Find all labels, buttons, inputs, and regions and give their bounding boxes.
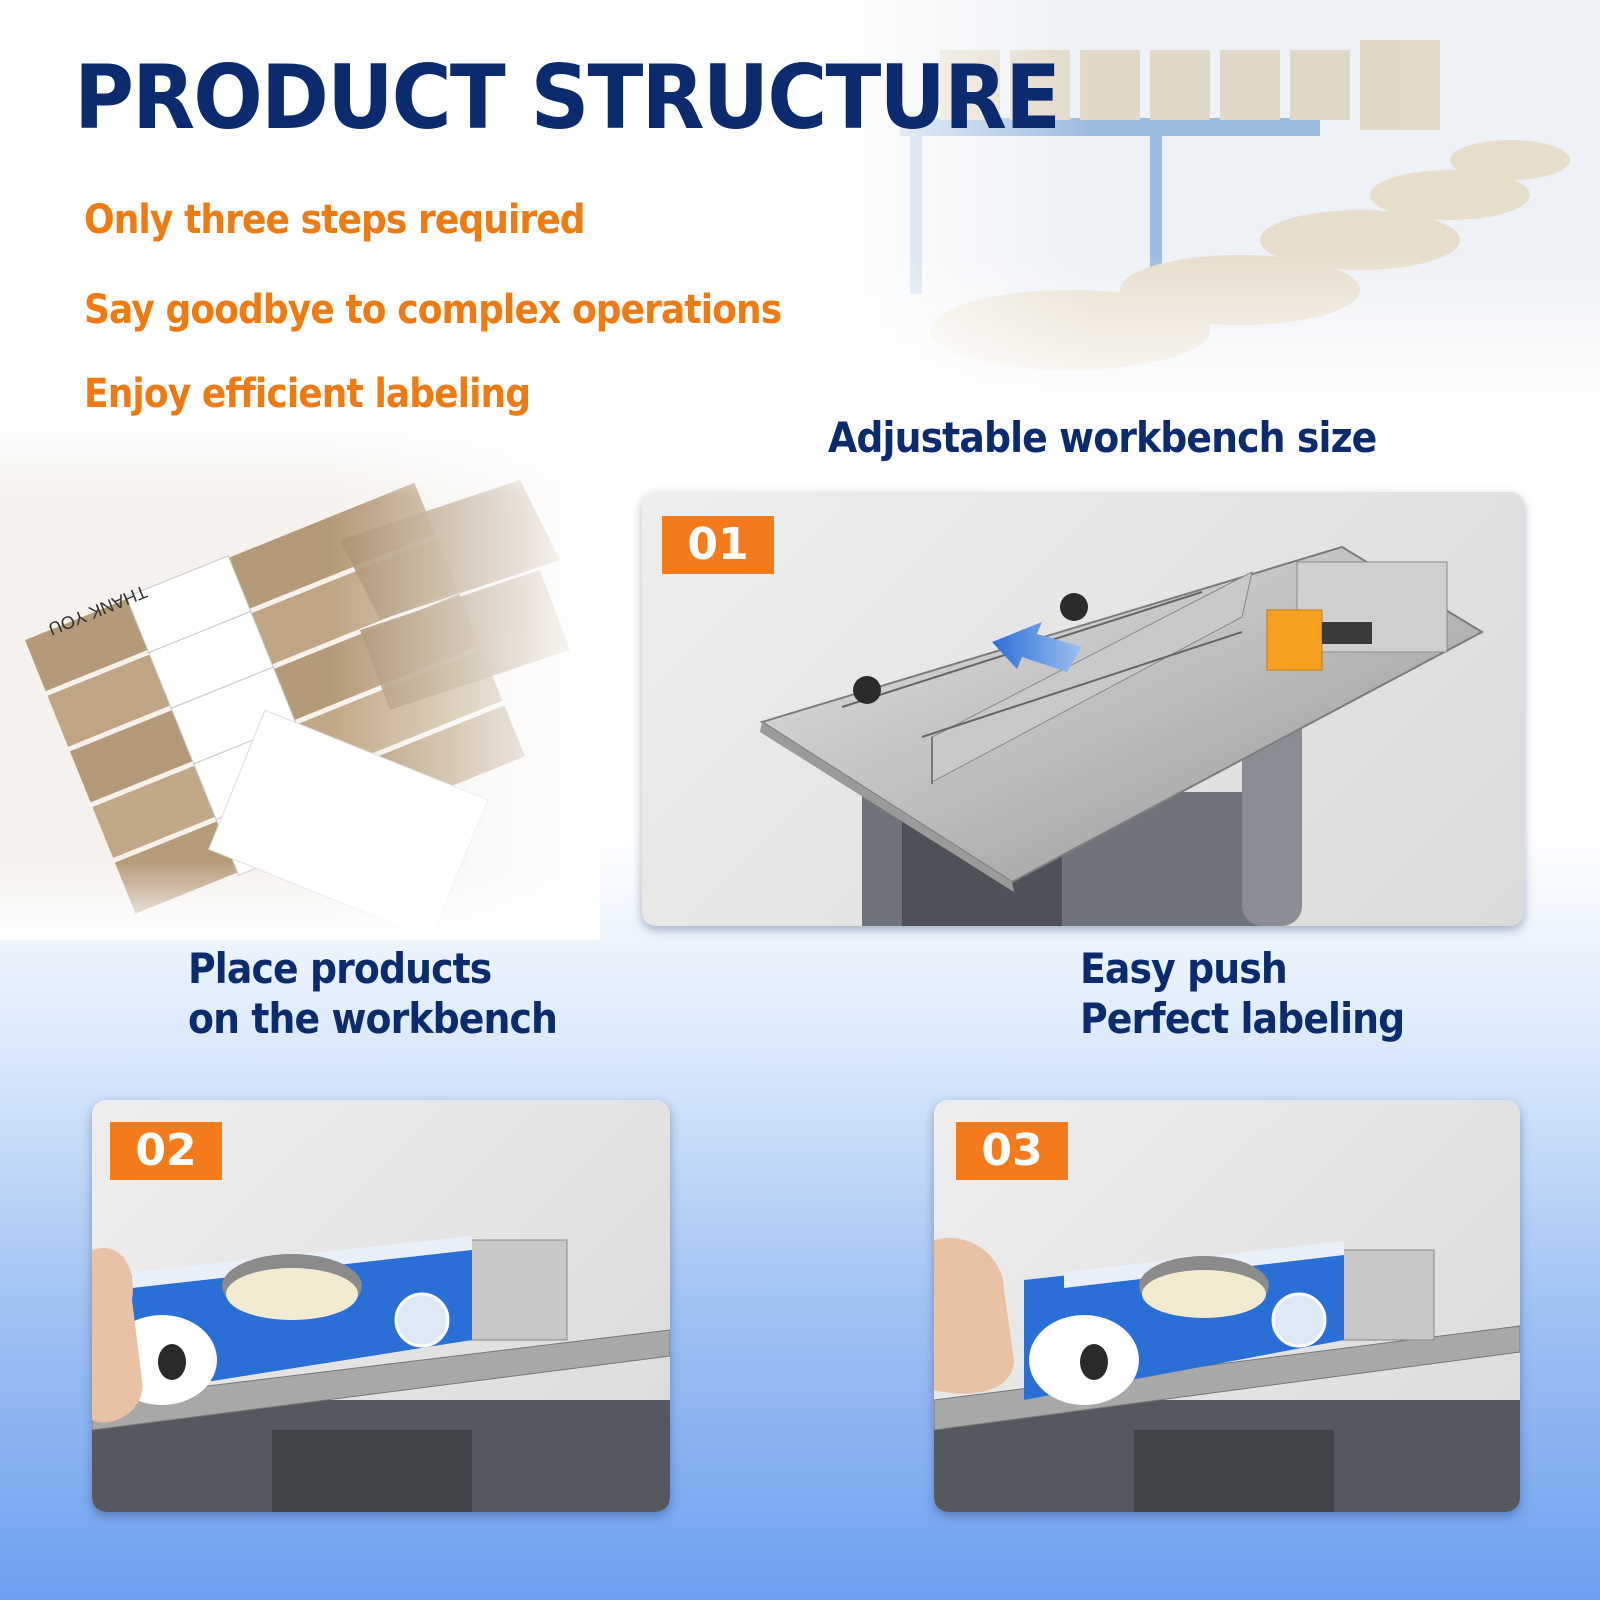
- step-2-caption-line2: on the workbench: [188, 994, 558, 1043]
- tagline-2: Say goodbye to complex operations: [84, 287, 782, 333]
- tagline-1: Only three steps required: [84, 197, 586, 243]
- workbench-illustration: [759, 545, 1485, 926]
- step-1-panel: 01: [642, 492, 1524, 926]
- step-3-caption-line2: Perfect labeling: [1080, 994, 1405, 1043]
- step-2-panel: 02: [92, 1100, 670, 1512]
- tagline-3: Enjoy efficient labeling: [84, 371, 531, 417]
- step-3-caption-line1: Easy push: [1080, 944, 1288, 993]
- step-2-badge: 02: [110, 1122, 222, 1180]
- labeled-boxes-photo: [0, 420, 600, 940]
- step-3-panel: 03: [934, 1100, 1520, 1512]
- page-title: PRODUCT STRUCTURE: [74, 46, 1061, 149]
- step-1-badge: 01: [662, 516, 774, 574]
- step-2-caption-line1: Place products: [188, 944, 492, 993]
- label-sticker-text: THANK YOU: [45, 581, 150, 640]
- place-product-illustration: [92, 1236, 670, 1512]
- step-3-badge: 03: [956, 1122, 1068, 1180]
- step-1-caption: Adjustable workbench size: [828, 413, 1377, 462]
- push-label-illustration: [934, 1238, 1520, 1512]
